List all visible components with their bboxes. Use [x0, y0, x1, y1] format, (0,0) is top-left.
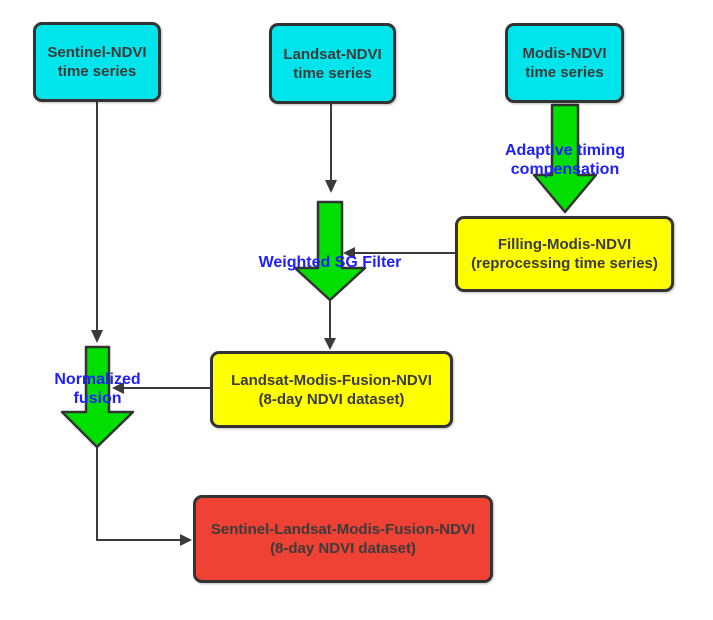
node-filling-line1: Filling-Modis-NDVI: [497, 236, 632, 253]
edge-label-adaptive-line2: compensation: [510, 161, 620, 178]
arrowhead-filling-left-icon: [343, 247, 355, 259]
edge-label-weighted-sg-filter: Weighted SG Filter: [230, 253, 430, 272]
arrowhead-final-right-icon: [180, 534, 192, 546]
node-modis-ndvi: Modis-NDVI time series: [505, 23, 624, 103]
edge-label-sg-filter-line1: Weighted SG Filter: [258, 254, 402, 271]
node-filling-line2: (reprocessing time series): [471, 255, 658, 272]
block-arrow-normalized-fusion-icon: [60, 345, 135, 449]
edge-label-normalized-line2: fusion: [73, 390, 122, 407]
edge-label-adaptive-timing-compensation: Adaptive timing compensation: [480, 141, 650, 179]
node-sentinel-line2: time series: [57, 63, 137, 80]
node-filling-modis-ndvi: Filling-Modis-NDVI (reprocessing time se…: [455, 216, 674, 292]
edge-label-adaptive-line1: Adaptive timing: [504, 142, 625, 159]
edge-label-normalized-line1: Normalized: [54, 371, 141, 388]
node-landsat-ndvi: Landsat-NDVI time series: [269, 23, 396, 104]
node-final-line1: Sentinel-Landsat-Modis-Fusion-NDVI: [210, 521, 476, 538]
block-arrow-weighted-sg-filter-icon: [293, 200, 367, 302]
node-modis-line1: Modis-NDVI: [522, 45, 607, 62]
node-final-line2: (8-day NDVI dataset): [270, 540, 416, 557]
node-sentinel-ndvi: Sentinel-NDVI time series: [33, 22, 161, 102]
node-sentinel-line1: Sentinel-NDVI: [47, 44, 147, 61]
node-landsat-line2: time series: [293, 64, 372, 82]
node-fusion-line2: (8-day NDVI dataset): [258, 390, 405, 408]
node-sentinel-landsat-modis-fusion-ndvi: Sentinel-Landsat-Modis-Fusion-NDVI (8-da…: [193, 495, 493, 583]
arrowhead-landsat-down-icon: [325, 180, 337, 193]
node-landsat-line1: Landsat-NDVI: [283, 45, 382, 63]
arrowhead-fusion-down-icon: [324, 338, 336, 350]
node-modis-line2: time series: [525, 64, 604, 81]
node-landsat-modis-fusion-ndvi: Landsat-Modis-Fusion-NDVI (8-day NDVI da…: [210, 351, 453, 428]
arrowhead-sentinel-down-icon: [91, 330, 103, 343]
arrowhead-fusion-left-icon: [112, 382, 124, 394]
connector-normarrow-to-final: [96, 446, 181, 541]
edge-label-normalized-fusion: Normalized fusion: [27, 370, 168, 408]
node-fusion-line1: Landsat-Modis-Fusion-NDVI: [231, 371, 432, 389]
block-arrow-modis-to-filling-icon: [532, 103, 598, 214]
